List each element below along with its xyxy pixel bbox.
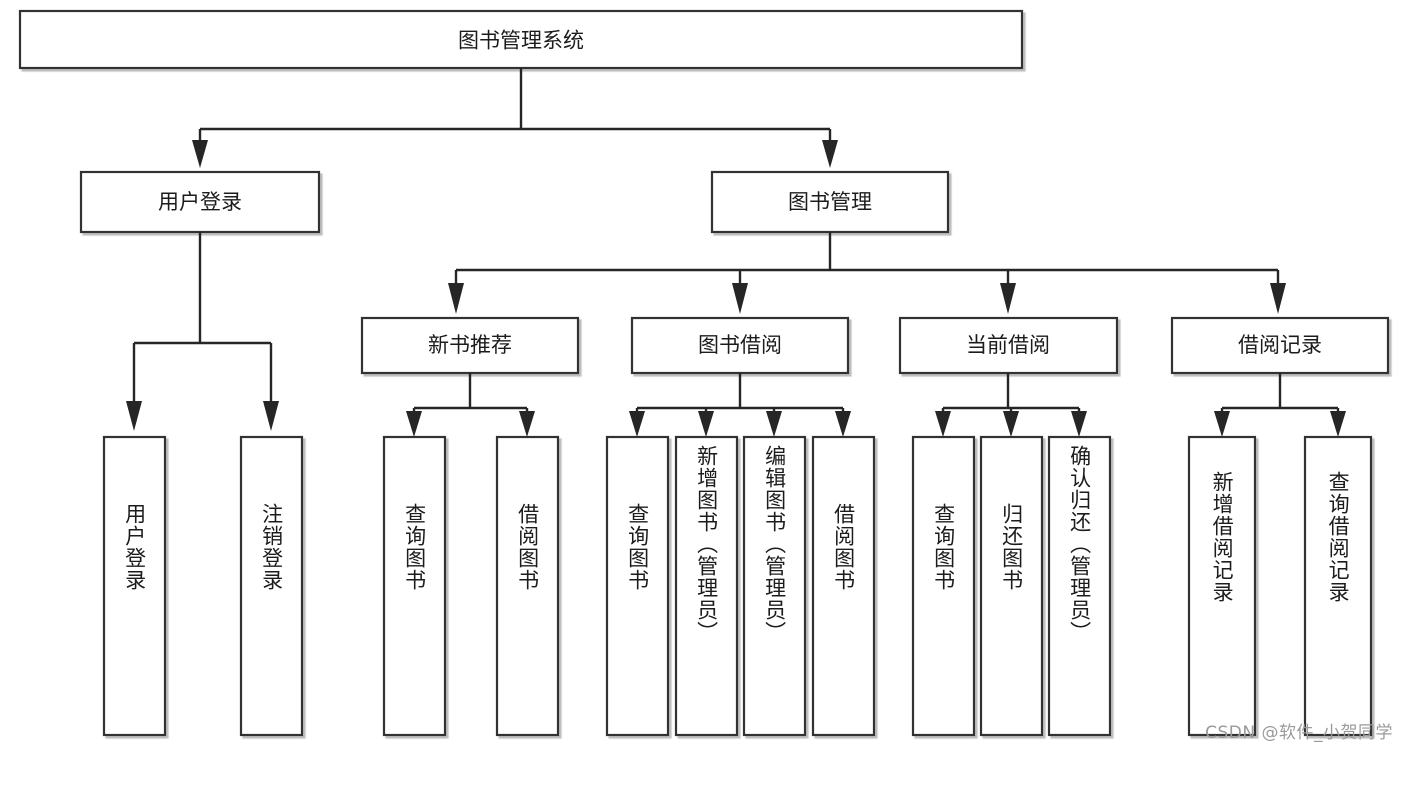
leaf-boxes bbox=[102, 435, 1373, 737]
node-user-login-label: 用户登录 bbox=[158, 190, 242, 214]
arrow-to-leaf-edit-book bbox=[766, 411, 782, 437]
node-user-login[interactable]: 用户登录 bbox=[79, 170, 321, 234]
arrow-to-book-borrow bbox=[732, 283, 748, 314]
node-current-borrow[interactable]: 当前借阅 bbox=[898, 316, 1119, 375]
arrow-to-user-login bbox=[192, 140, 208, 168]
node-current-borrow-box bbox=[898, 316, 1119, 375]
connector-book-borrow-to-leaves bbox=[629, 373, 851, 437]
arrow-to-borrow-record bbox=[1270, 283, 1286, 314]
flowchart-svg: 图书管理系统 用户登录 图书管理 bbox=[18, 9, 1390, 737]
node-book-manage[interactable]: 图书管理 bbox=[710, 170, 950, 234]
connector-book-manage-to-level3 bbox=[448, 232, 1286, 314]
leaf-edit-book-box[interactable] bbox=[742, 435, 807, 737]
leaf-user-login-box[interactable] bbox=[102, 435, 167, 737]
arrow-to-leaf-borrow-book-1 bbox=[519, 411, 535, 437]
node-root-label: 图书管理系统 bbox=[458, 29, 584, 53]
node-root[interactable]: 图书管理系统 bbox=[18, 9, 1024, 70]
arrow-to-leaf-add-record bbox=[1214, 411, 1230, 437]
leaf-query-book-1-box[interactable] bbox=[382, 435, 447, 737]
leaf-query-book-2-box[interactable] bbox=[605, 435, 670, 737]
node-book-borrow-label: 图书借阅 bbox=[698, 333, 782, 357]
leaf-confirm-return-box[interactable] bbox=[1047, 435, 1112, 737]
node-current-borrow-label: 当前借阅 bbox=[966, 333, 1050, 357]
arrow-to-leaf-return-book bbox=[1003, 411, 1019, 437]
leaf-add-book-box[interactable] bbox=[674, 435, 739, 737]
node-root-box bbox=[18, 9, 1024, 70]
arrow-to-leaf-query-book-3 bbox=[935, 411, 951, 437]
arrow-to-new-book-rec bbox=[448, 283, 464, 314]
connector-new-book-rec-to-leaves bbox=[406, 373, 535, 437]
node-new-book-rec[interactable]: 新书推荐 bbox=[360, 316, 580, 375]
arrow-to-leaf-query-book-1 bbox=[406, 411, 422, 437]
leaf-user-logout-box[interactable] bbox=[239, 435, 304, 737]
leaf-add-record-box[interactable] bbox=[1187, 435, 1257, 737]
leaf-query-record-box[interactable] bbox=[1303, 435, 1373, 737]
connector-borrow-record-to-leaves bbox=[1214, 373, 1346, 437]
node-borrow-record-label: 借阅记录 bbox=[1238, 333, 1322, 357]
arrow-to-leaf-confirm-return bbox=[1071, 411, 1087, 437]
arrow-to-current-borrow bbox=[1000, 283, 1016, 314]
leaf-return-book-box[interactable] bbox=[979, 435, 1044, 737]
leaf-query-book-3-box[interactable] bbox=[911, 435, 976, 737]
node-borrow-record[interactable]: 借阅记录 bbox=[1170, 316, 1390, 375]
arrow-to-leaf-query-record bbox=[1330, 411, 1346, 437]
node-book-borrow[interactable]: 图书借阅 bbox=[630, 316, 850, 375]
diagram-canvas: 图书管理系统 用户登录 图书管理 bbox=[18, 9, 1393, 743]
leaf-borrow-book-1-box[interactable] bbox=[495, 435, 560, 737]
connector-user-login-to-leaves bbox=[126, 232, 279, 431]
node-new-book-rec-label: 新书推荐 bbox=[428, 333, 512, 357]
arrow-to-leaf-add-book bbox=[698, 411, 714, 437]
node-book-manage-label: 图书管理 bbox=[788, 190, 872, 214]
leaf-borrow-book-2-box[interactable] bbox=[811, 435, 876, 737]
arrow-to-leaf-query-book-2 bbox=[629, 411, 645, 437]
arrow-to-leaf-user-login bbox=[126, 401, 142, 431]
node-user-login-box bbox=[79, 170, 321, 234]
watermark: CSDN @软件_小贺同学 bbox=[1205, 723, 1393, 743]
node-new-book-rec-box bbox=[360, 316, 580, 375]
arrow-to-leaf-borrow-book-2 bbox=[835, 411, 851, 437]
arrow-to-book-manage bbox=[822, 140, 838, 168]
arrow-to-leaf-user-logout bbox=[263, 401, 279, 431]
connector-current-borrow-to-leaves bbox=[935, 373, 1087, 437]
connector-root-to-level2 bbox=[192, 68, 838, 168]
